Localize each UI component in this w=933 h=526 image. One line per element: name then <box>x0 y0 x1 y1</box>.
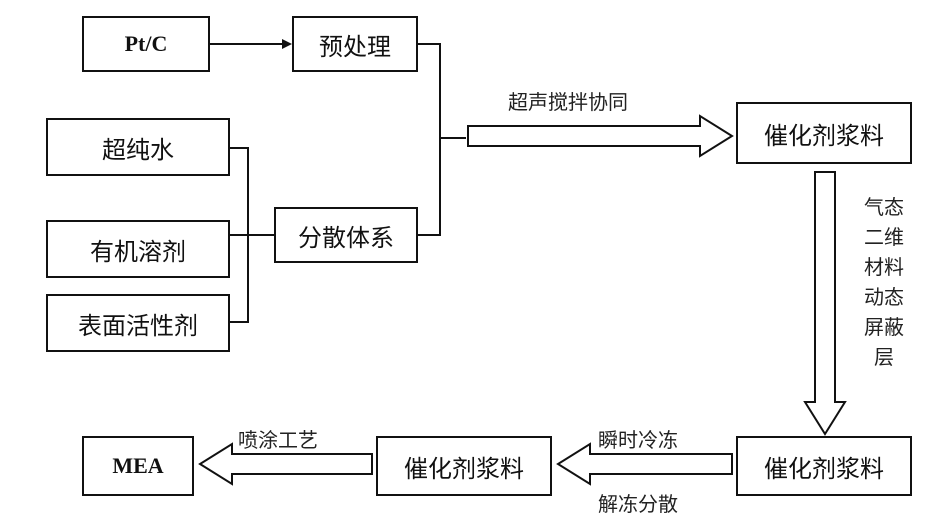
bracket-merge <box>418 44 466 235</box>
label-gas-shield-line: 材料 <box>854 252 914 282</box>
label-flash-freeze: 瞬时冷冻 <box>598 424 678 453</box>
label-ultrasonic: 超声搅拌协同 <box>508 86 628 115</box>
label-gas-shield-line: 层 <box>854 342 914 372</box>
node-surfactant: 表面活性剂 <box>46 294 230 352</box>
label-gas-shield: 气态 二维 材料 动态 屏蔽 层 <box>854 192 914 372</box>
down-arrow <box>805 172 845 434</box>
label-gas-shield-line: 动态 <box>854 282 914 312</box>
node-ultrapure-water: 超纯水 <box>46 118 230 176</box>
node-slurry-2: 催化剂浆料 <box>376 436 552 496</box>
label-gas-shield-line: 气态 <box>854 192 914 222</box>
ultrasonic-arrow <box>468 116 732 156</box>
node-organic-solvent: 有机溶剂 <box>46 220 230 278</box>
node-slurry-3: 催化剂浆料 <box>736 436 912 496</box>
arrowhead-ptc <box>282 39 292 49</box>
node-slurry-1: 催化剂浆料 <box>736 102 912 164</box>
node-dispersion-system: 分散体系 <box>274 207 418 263</box>
node-pt-c: Pt/C <box>82 16 210 72</box>
label-gas-shield-line: 二维 <box>854 222 914 252</box>
node-pretreatment: 预处理 <box>292 16 418 72</box>
label-thaw-disperse: 解冻分散 <box>598 488 678 517</box>
bracket-inputs <box>230 148 274 322</box>
label-gas-shield-line: 屏蔽 <box>854 312 914 342</box>
node-mea: MEA <box>82 436 194 496</box>
label-spray-process: 喷涂工艺 <box>238 424 318 453</box>
